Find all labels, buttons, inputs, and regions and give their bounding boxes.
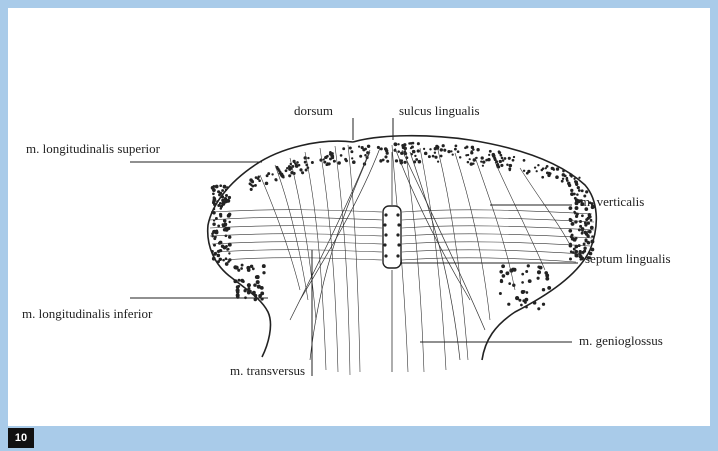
label-longitudinalis-inferior: m. longitudinalis inferior xyxy=(22,307,152,320)
label-verticalis: m. verticalis xyxy=(580,195,644,208)
label-sulcus-lingualis: sulcus lingualis xyxy=(399,104,480,117)
label-septum-lingualis: septum lingualis xyxy=(585,252,671,265)
label-longitudinalis-superior: m. longitudinalis superior xyxy=(26,142,160,155)
tongue-outline xyxy=(208,136,597,360)
vertical-fibres xyxy=(260,145,570,375)
leader-lines xyxy=(130,118,578,376)
dots-lateral xyxy=(211,184,595,265)
label-dorsum: dorsum xyxy=(294,104,333,117)
label-genioglossus: m. genioglossus xyxy=(579,334,663,347)
transversus-fibres xyxy=(210,210,594,262)
label-transversus: m. transversus xyxy=(230,364,305,377)
figure-number-badge: 10 xyxy=(8,428,34,448)
